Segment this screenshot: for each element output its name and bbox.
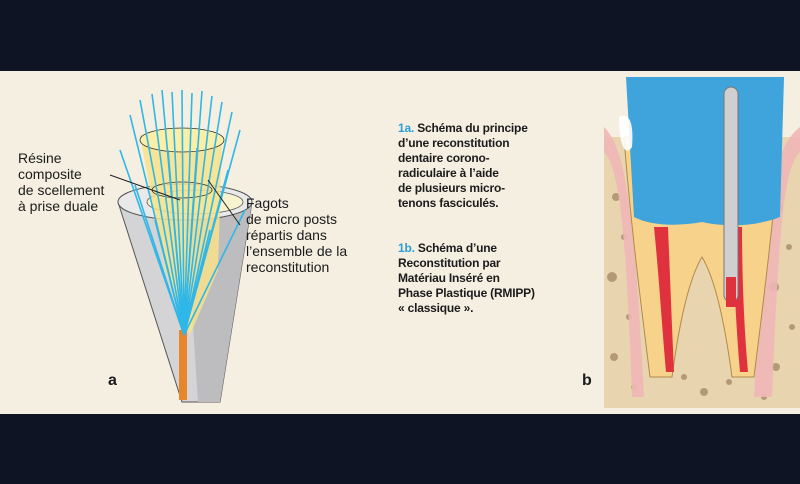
caption-line: de plusieurs micro- — [398, 181, 528, 196]
caption-line: Phase Plastique (RMIPP) — [398, 286, 535, 301]
caption-text: Schéma du principe — [417, 121, 527, 135]
caption-text: Schéma d’une — [418, 241, 497, 255]
fagots-label-line: répartis dans — [246, 227, 347, 243]
caption-line: Reconstitution par — [398, 256, 535, 271]
caption-1b: 1b. Schéma d’une Reconstitution par Maté… — [398, 241, 535, 316]
post — [724, 87, 738, 302]
figure-b-tooth — [604, 77, 800, 408]
caption-line: dentaire corono- — [398, 151, 528, 166]
post-tip — [726, 277, 736, 307]
resin-label-line: Résine — [18, 150, 104, 166]
caption-1a: 1a. Schéma du principe d’une reconstitut… — [398, 121, 528, 211]
fagots-label: Fagots de micro posts répartis dans l’en… — [246, 195, 347, 275]
figure-letter-a: a — [108, 372, 117, 390]
caption-line: radiculaire à l’aide — [398, 166, 528, 181]
canal-filling — [179, 330, 187, 400]
crown — [626, 77, 784, 225]
fagots-label-line: reconstitution — [246, 259, 347, 275]
caption-line: Matériau Inséré en — [398, 271, 535, 286]
figure-letter-b: b — [582, 372, 592, 390]
caption-line: tenons fasciculés. — [398, 196, 528, 211]
fagots-label-line: Fagots — [246, 195, 347, 211]
caption-number: 1a. — [398, 121, 414, 135]
caption-line: d’une reconstitution — [398, 136, 528, 151]
resin-label-line: à prise duale — [18, 198, 104, 214]
caption-line: 1b. Schéma d’une — [398, 241, 535, 256]
caption-line: « classique ». — [398, 301, 535, 316]
resin-label-line: de scellement — [18, 182, 104, 198]
resin-label: Résine composite de scellement à prise d… — [18, 150, 104, 214]
caption-number: 1b. — [398, 241, 415, 255]
fagots-label-line: de micro posts — [246, 211, 347, 227]
caption-line: 1a. Schéma du principe — [398, 121, 528, 136]
fagots-label-line: l’ensemble de la — [246, 243, 347, 259]
resin-label-line: composite — [18, 166, 104, 182]
